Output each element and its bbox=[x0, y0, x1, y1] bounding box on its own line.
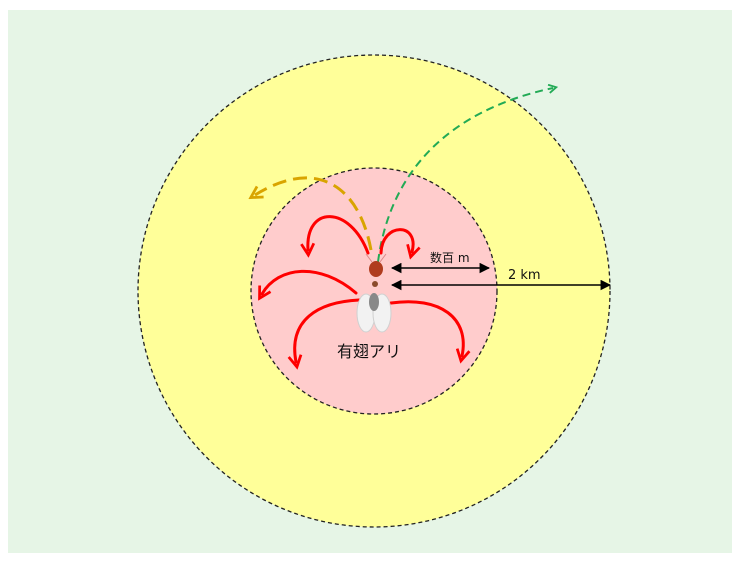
inner-dispersal-zone bbox=[250, 167, 498, 415]
inner-distance-label: 数百 m bbox=[430, 250, 470, 265]
ant-label: 有翅アリ bbox=[337, 342, 401, 361]
short-flight-arrow bbox=[262, 269, 358, 294]
long-flight-arrow bbox=[377, 88, 553, 263]
short-flight-arrow bbox=[308, 215, 370, 253]
mid-flight-arrow bbox=[255, 176, 373, 251]
short-flight-arrow bbox=[389, 300, 463, 356]
short-flight-arrow bbox=[379, 228, 413, 253]
winged-ant-icon bbox=[356, 253, 392, 333]
short-flight-arrows bbox=[262, 215, 463, 362]
short-flight-arrow bbox=[295, 298, 361, 362]
outer-distance-label: 2 km bbox=[508, 268, 541, 283]
